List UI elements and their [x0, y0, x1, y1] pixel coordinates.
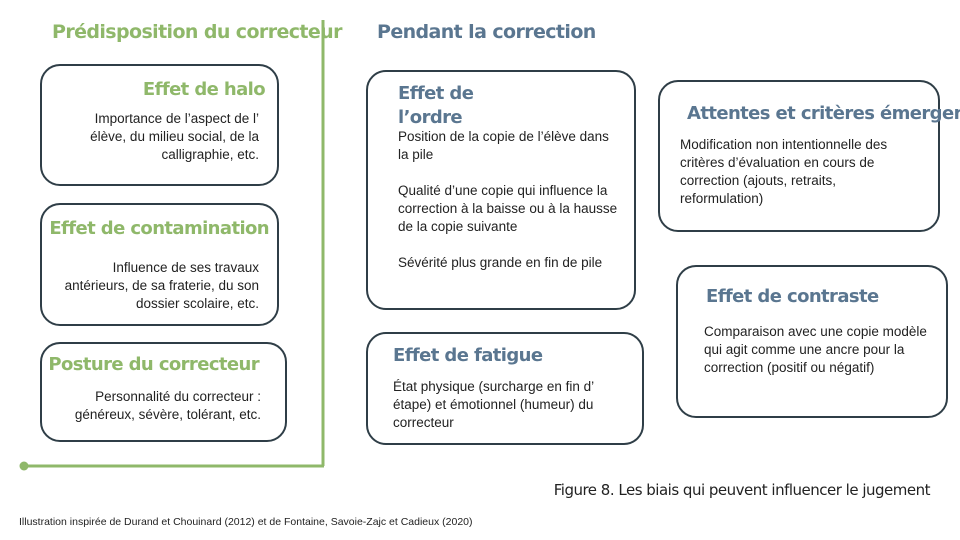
box-effet-de-halo: Effet de halo Importance de l’aspect de … [40, 64, 279, 186]
box-paragraph: Sévérité plus grande en fin de pile [398, 255, 603, 270]
box-paragraph: Position de la copie de l’élève dans la … [398, 129, 609, 162]
figure-caption: Figure 8. Les biais qui peuvent influenc… [553, 481, 931, 499]
box-text: Comparaison avec une copie modèle qui ag… [704, 324, 927, 375]
box-text: Personnalité du correcteur : généreux, s… [74, 389, 261, 422]
box-attentes-et-criteres-emergents: Attentes et critères émergents Modificat… [658, 80, 960, 232]
box-text: Influence de ses travaux antérieurs, de … [64, 260, 259, 311]
box-title: Effet de contraste [706, 286, 879, 307]
box-text: Importance de l’aspect de l’ élève, du m… [90, 111, 259, 162]
box-title: Effet de contamination [49, 218, 269, 239]
divider-dot [19, 461, 29, 471]
box-effet-de-contraste: Effet de contraste Comparaison avec une … [676, 265, 948, 418]
box-title: Effet de halo [142, 79, 266, 100]
left-column-heading: Prédisposition du correcteur [52, 21, 342, 43]
box-title: Attentes et critères émergents [687, 103, 960, 124]
box-title: Effet de fatigue [393, 345, 543, 366]
box-text: État physique (surcharge en fin d’ étape… [393, 379, 594, 430]
box-title: Posture du correcteur [48, 354, 259, 375]
right-column-heading: Pendant la correction [377, 21, 596, 43]
box-title: Effet de l’ordre [398, 83, 474, 128]
box-posture-du-correcteur: Posture du correcteur Personnalité du co… [40, 342, 287, 442]
box-text: Modification non intentionnelle des crit… [680, 137, 888, 206]
box-effet-de-l-ordre: Effet de l’ordre Position de la copie de… [366, 70, 636, 310]
box-effet-de-contamination: Effet de contamination Influence de ses … [40, 203, 279, 326]
box-effet-de-fatigue: Effet de fatigue État physique (surcharg… [366, 332, 644, 445]
box-paragraph: Qualité d’une copie qui influence la cor… [398, 183, 618, 234]
box-text-group: Position de la copie de l’élève dans la … [398, 128, 618, 272]
figure-credit: Illustration inspirée de Durand et Choui… [19, 516, 473, 528]
